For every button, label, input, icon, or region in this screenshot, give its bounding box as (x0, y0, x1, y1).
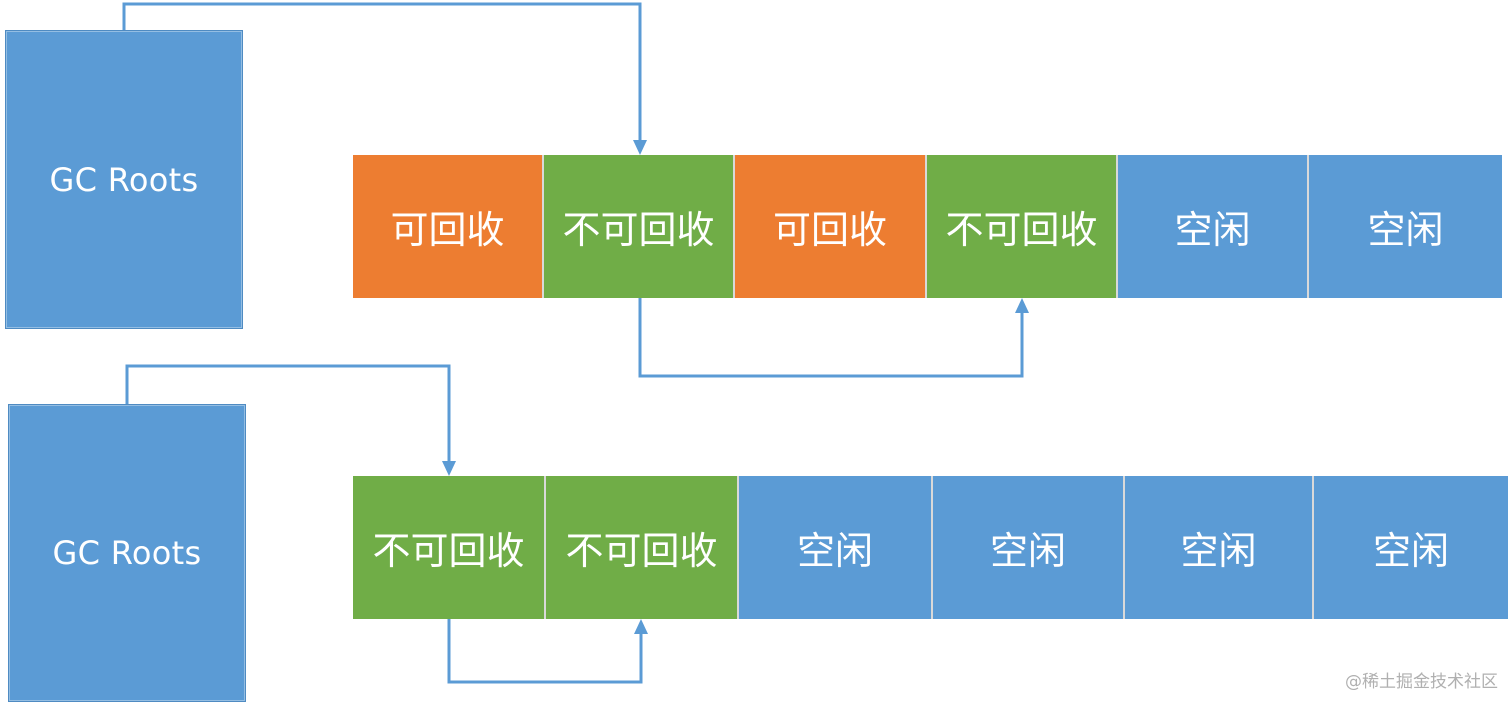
arrow-roots-to-live-top (122, 2, 642, 151)
memory-row-before: 可回收 不可回收 可回收 不可回收 空闲 空闲 (353, 155, 1502, 298)
memory-cell-label: 可回收 (390, 208, 505, 252)
memory-cell: 空闲 (1125, 476, 1314, 619)
memory-cell: 可回收 (735, 155, 927, 298)
memory-cell: 可回收 (353, 155, 544, 298)
memory-cell: 不可回收 (353, 476, 546, 619)
memory-cell-label: 空闲 (1372, 529, 1449, 573)
gc-roots-box-bottom: GC Roots (8, 404, 246, 702)
memory-cell: 不可回收 (544, 155, 735, 298)
gc-roots-box-top: GC Roots (5, 30, 243, 329)
memory-cell-label: 不可回收 (562, 208, 715, 252)
arrow-roots-to-live-bottom (125, 364, 451, 470)
arrow-live-to-live-top (638, 298, 1024, 378)
memory-cell: 空闲 (933, 476, 1125, 619)
arrowhead-roots-to-live-bottom (442, 461, 456, 476)
memory-cell-label: 可回收 (772, 208, 887, 252)
arrowhead-live-to-live-bottom (634, 619, 648, 634)
memory-cell: 空闲 (739, 476, 933, 619)
gc-roots-label-bottom: GC Roots (52, 534, 202, 572)
watermark: @稀土掘金技术社区 (1345, 672, 1498, 692)
gc-roots-label-top: GC Roots (49, 160, 199, 199)
memory-cell-label: 空闲 (1180, 529, 1257, 573)
memory-cell-label: 不可回收 (945, 208, 1098, 252)
arrow-live-to-live-bottom (447, 619, 643, 684)
arrowhead-live-to-live-top (1015, 298, 1029, 313)
memory-cell-label: 不可回收 (372, 529, 525, 573)
memory-cell: 空闲 (1118, 155, 1309, 298)
memory-cell: 不可回收 (927, 155, 1118, 298)
memory-cell-label: 空闲 (989, 529, 1066, 573)
memory-cell: 不可回收 (546, 476, 739, 619)
memory-cell: 空闲 (1314, 476, 1508, 619)
memory-cell-label: 空闲 (796, 529, 873, 573)
memory-row-after: 不可回收 不可回收 空闲 空闲 空闲 空闲 (353, 476, 1508, 619)
arrowhead-roots-to-live-top (633, 140, 647, 155)
memory-cell-label: 空闲 (1367, 208, 1444, 252)
memory-cell: 空闲 (1309, 155, 1502, 298)
memory-cell-label: 不可回收 (565, 529, 718, 573)
memory-cell-label: 空闲 (1174, 208, 1251, 252)
